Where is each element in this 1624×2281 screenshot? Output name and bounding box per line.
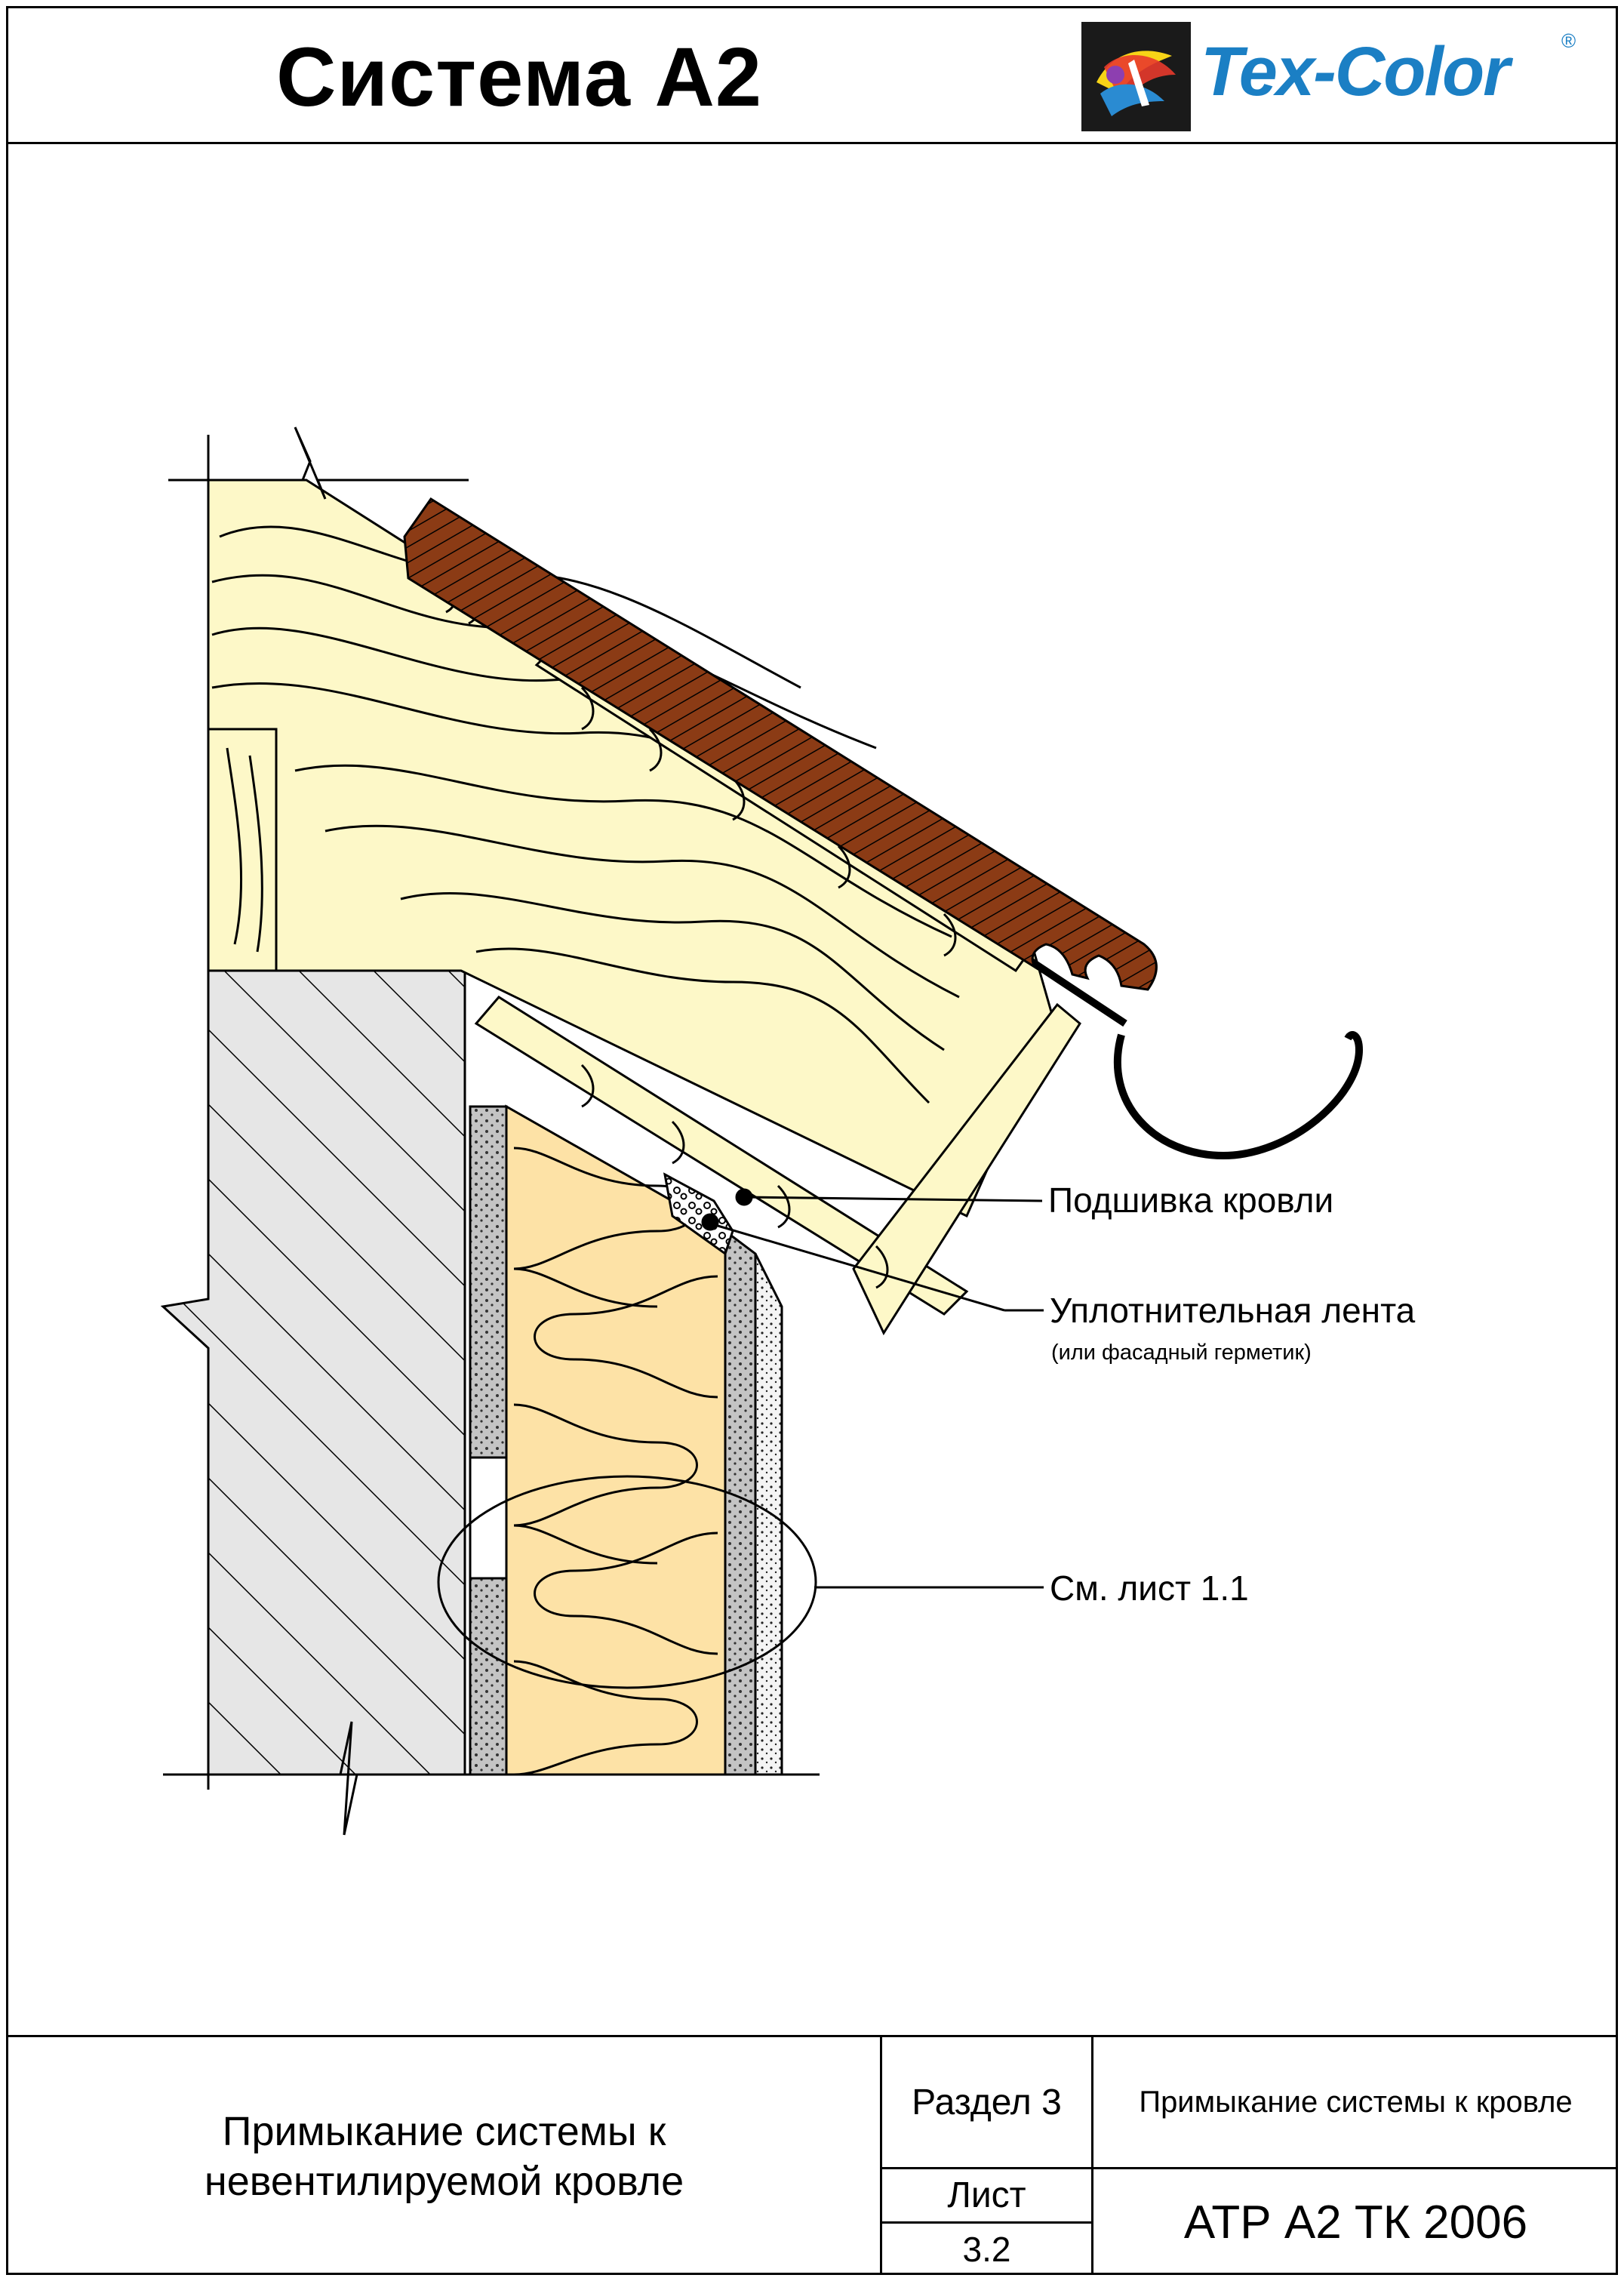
section-cell: Раздел 3 (882, 2037, 1093, 2169)
description-line-1: Примыкание системы к (222, 2108, 666, 2154)
detail-reference-circle (437, 1475, 817, 1689)
insulation-board (505, 1104, 727, 1776)
registered-mark: ® (1561, 29, 1576, 52)
drawing-description: Примыкание системы к невентилируемой кро… (8, 2037, 882, 2275)
gutter (1113, 1031, 1364, 1160)
roof-tile (403, 497, 1158, 991)
adhesive-layer (469, 1105, 508, 1776)
description-line-2: невентилируемой кровле (204, 2158, 684, 2204)
sheet-number-cell: 3.2 (882, 2224, 1093, 2275)
render-layers (724, 1229, 783, 1776)
callout-soffit: Подшивка кровли (1048, 1181, 1334, 1220)
callout-sealing-tape: Уплотнительная лента (1050, 1291, 1416, 1330)
roof-junction-drawing (160, 426, 1364, 1836)
header: Система А2 Tex-Color ® (8, 8, 1616, 144)
callout-see-sheet: См. лист 1.1 (1050, 1568, 1249, 1608)
sheet-label-cell: Лист (882, 2169, 1093, 2224)
callout-sealing-tape-note: (или фасадный герметик) (1051, 1341, 1312, 1365)
document-code-cell: АТР А2 ТК 2006 (1183, 2196, 1528, 2249)
leader-lines (701, 1188, 1044, 1589)
break-lines (163, 426, 820, 1836)
masonry-wall (160, 969, 466, 1776)
page-title: Система А2 (276, 31, 763, 124)
title-block: Примыкание системы к невентилируемой кро… (8, 2035, 1618, 2275)
sealing-tape (663, 1172, 734, 1256)
logo-emblem-icon (1081, 22, 1191, 131)
tex-color-logo: Tex-Color ® (1081, 22, 1610, 131)
drawing-sheet: Система А2 Tex-Color ® (6, 6, 1618, 2275)
logo-wordmark: Tex-Color (1201, 33, 1510, 110)
sheet-title-cell: Примыкание системы к кровле (1093, 2037, 1618, 2169)
